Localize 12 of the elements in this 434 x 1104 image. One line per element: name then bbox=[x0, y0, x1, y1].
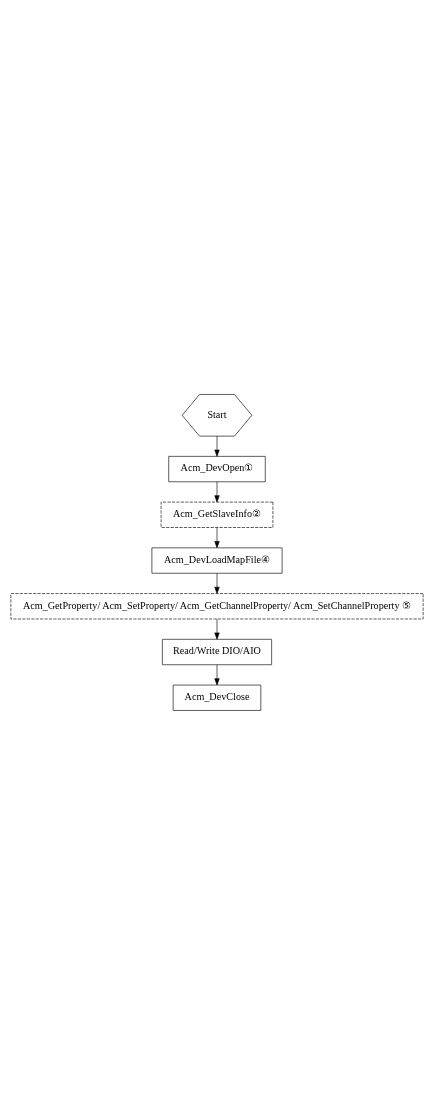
arrow bbox=[214, 618, 220, 640]
node-box: Acm_DevClose bbox=[172, 684, 262, 711]
arrow bbox=[214, 572, 220, 594]
arrow bbox=[214, 481, 220, 502]
node-box: Acm_DevOpen① bbox=[168, 455, 266, 482]
node-box: Acm_DevLoadMapFile④ bbox=[151, 547, 283, 574]
arrow bbox=[214, 663, 220, 685]
node-box: Acm_GetProperty/ Acm_SetProperty/ Acm_GetChannelProperty/ Acm_SetChannelProperty ⑤ bbox=[10, 592, 424, 619]
arrow bbox=[214, 526, 220, 548]
arrow bbox=[214, 435, 220, 457]
node-box: Read/Write DIO/AIO bbox=[162, 638, 272, 665]
node-box: Acm_GetSlaveInfo② bbox=[160, 501, 274, 528]
